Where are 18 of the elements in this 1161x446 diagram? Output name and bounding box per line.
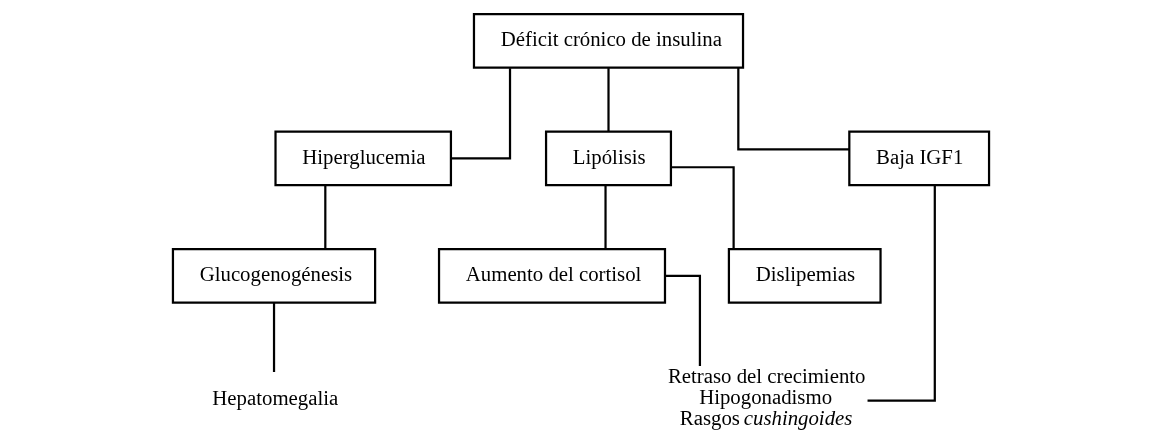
node-box: Dislipemias xyxy=(727,247,882,304)
node-box: Baja IGF1 xyxy=(847,130,990,187)
node-box: Déficit crónico de insulina xyxy=(472,13,744,69)
connector xyxy=(867,185,936,402)
node-box: Hiperglucemia xyxy=(273,130,452,187)
connector xyxy=(603,185,607,249)
connector xyxy=(323,185,326,249)
connector xyxy=(450,68,511,160)
connector xyxy=(664,274,701,367)
node-box: Glucogenogénesis xyxy=(171,247,376,304)
connector xyxy=(606,68,610,132)
connector xyxy=(736,67,849,151)
node-box: Aumento del cortisol xyxy=(437,247,666,304)
node-text: Retraso del crecimiento Hipogonadismo Rasgos cushingoides xyxy=(667,364,865,430)
node-text: Hepatomegalia xyxy=(211,385,338,410)
connector xyxy=(670,166,735,249)
connector xyxy=(272,302,275,372)
node-box: Lipólisis xyxy=(544,130,672,187)
